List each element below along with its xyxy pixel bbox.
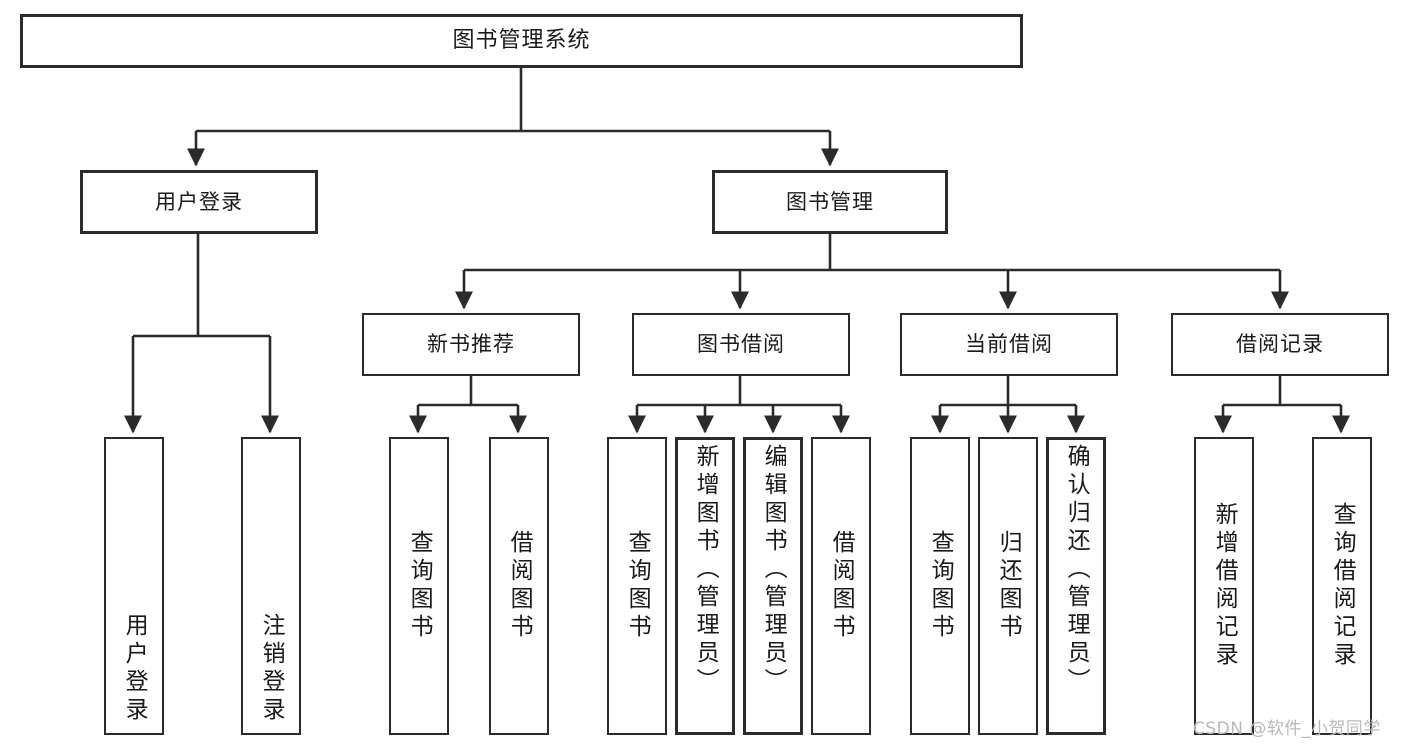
leaf-user-login[interactable]: 用户登录 [104, 437, 164, 735]
node-label: 编辑图书（管理员） [760, 444, 787, 696]
leaf-borrow-book[interactable]: 借阅图书 [811, 437, 871, 735]
node-label: 确认归还（管理员） [1063, 444, 1090, 696]
leaf-user-logout[interactable]: 注销登录 [241, 437, 301, 735]
node-label: 新增借阅记录 [1211, 502, 1238, 670]
node-label: 用户登录 [155, 189, 243, 214]
node-label: 新书推荐 [427, 332, 515, 357]
node-label: 借阅图书 [828, 530, 855, 642]
node-borrow-record[interactable]: 借阅记录 [1171, 313, 1389, 376]
node-label: 查询借阅记录 [1329, 502, 1356, 670]
node-label: 注销登录 [258, 613, 285, 725]
node-label: 借阅记录 [1236, 332, 1324, 357]
leaf-query-book-recommend[interactable]: 查询图书 [389, 437, 449, 735]
leaf-query-borrow-record[interactable]: 查询借阅记录 [1312, 437, 1372, 735]
leaf-borrow-book-recommend[interactable]: 借阅图书 [489, 437, 549, 735]
csdn-watermark: CSDN @软件_小贺同学 [1193, 719, 1381, 739]
leaf-add-book-admin[interactable]: 新增图书（管理员） [675, 437, 735, 735]
node-book-management[interactable]: 图书管理 [712, 170, 948, 234]
node-label: 查询图书 [624, 530, 651, 642]
node-label: 查询图书 [406, 530, 433, 642]
node-label: 借阅图书 [506, 530, 533, 642]
leaf-edit-book-admin[interactable]: 编辑图书（管理员） [743, 437, 803, 735]
node-user-login[interactable]: 用户登录 [80, 170, 318, 234]
node-current-borrow[interactable]: 当前借阅 [900, 313, 1118, 376]
leaf-query-book-current[interactable]: 查询图书 [910, 437, 970, 735]
node-label: 新增图书（管理员） [692, 444, 719, 696]
node-book-borrow[interactable]: 图书借阅 [632, 313, 850, 376]
node-label: 当前借阅 [965, 332, 1053, 357]
node-label: 用户登录 [121, 613, 148, 725]
leaf-query-book-borrow[interactable]: 查询图书 [607, 437, 667, 735]
node-label: 图书借阅 [697, 332, 785, 357]
leaf-add-borrow-record[interactable]: 新增借阅记录 [1194, 437, 1254, 735]
node-label: 图书管理 [786, 189, 874, 214]
leaf-return-book[interactable]: 归还图书 [978, 437, 1038, 735]
leaf-confirm-return-admin[interactable]: 确认归还（管理员） [1046, 437, 1106, 735]
node-new-book-recommend[interactable]: 新书推荐 [362, 313, 580, 376]
node-label: 图书管理系统 [452, 28, 591, 54]
node-label: 查询图书 [927, 530, 954, 642]
node-label: 归还图书 [995, 530, 1022, 642]
node-root-book-management-system[interactable]: 图书管理系统 [20, 14, 1023, 68]
